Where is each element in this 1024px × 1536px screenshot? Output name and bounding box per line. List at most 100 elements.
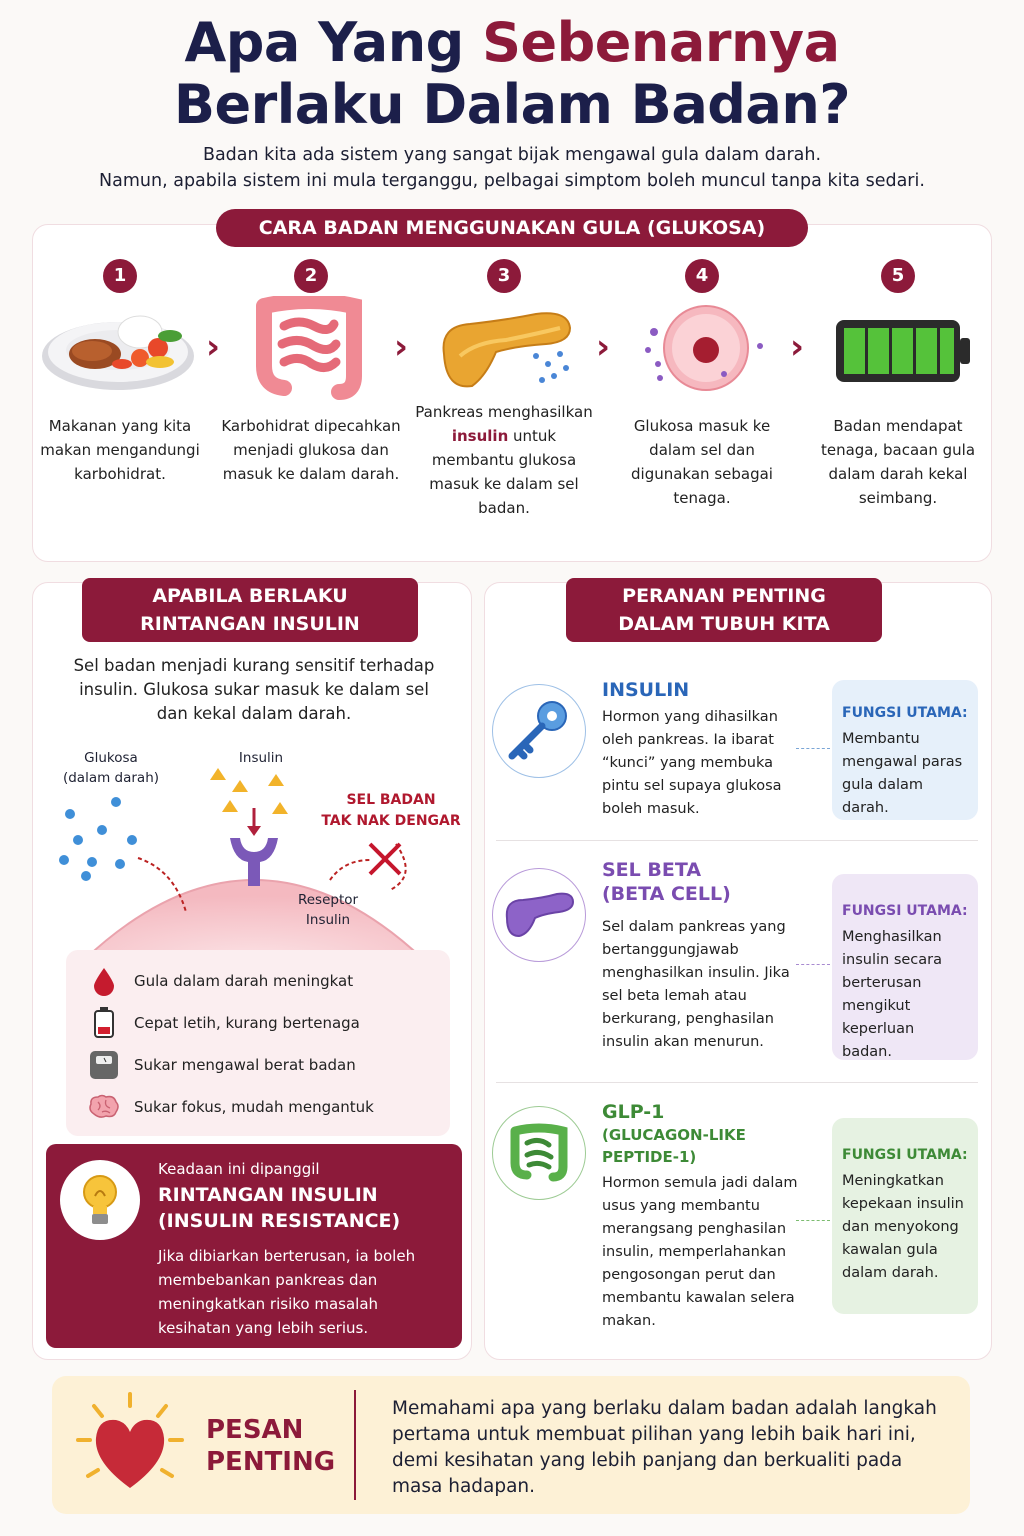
- role-text: Hormon yang dihasilkan oleh pankreas. Ia…: [602, 709, 782, 817]
- chevron-right-icon: ›: [206, 327, 221, 367]
- symptom-row: Sukar mengawal berat badan: [88, 1046, 428, 1084]
- insulin-resistance-diagram: [59, 768, 426, 960]
- label-glucose-line1: Glukosa: [84, 750, 138, 766]
- step-text-before: Pankreas menghasilkan: [415, 403, 593, 421]
- title-accent: Sebenarnya: [482, 11, 840, 74]
- function-label: FUNGSI UTAMA:: [842, 705, 968, 721]
- symptom-row: Gula dalam darah meningkat: [88, 962, 428, 1000]
- message-text: Memahami apa yang berlaku dalam badan ad…: [392, 1398, 937, 1497]
- resistance-heading-line2: RINTANGAN INSULIN: [140, 613, 360, 635]
- chevron-right-icon: ›: [790, 327, 805, 367]
- role-title-line3: PEPTIDE-1): [602, 1148, 697, 1166]
- connector-line: [796, 964, 830, 965]
- intestine-green-icon: [492, 1106, 586, 1200]
- pancreas-purple-icon: [492, 868, 586, 962]
- function-text: Membantu mengawal paras gula dalam darah…: [842, 731, 963, 816]
- callout-title-line2: (INSULIN RESISTANCE): [158, 1210, 401, 1232]
- message-label-line2: PENTING: [206, 1447, 336, 1477]
- step-number: 3: [487, 259, 521, 293]
- weighing-scale-icon: [88, 1049, 120, 1081]
- intestine-icon: [256, 296, 362, 400]
- callout-title-line1: RINTANGAN INSULIN: [158, 1184, 378, 1206]
- connector-line: [796, 1220, 830, 1221]
- label-receptor-line2: Insulin: [305, 912, 351, 928]
- symptoms-box: [66, 950, 450, 1136]
- symptom-text: Gula dalam darah meningkat: [134, 972, 354, 990]
- battery-low-icon: [88, 1007, 120, 1039]
- step-number: 5: [881, 259, 915, 293]
- step-text: Glukosa masuk ke dalam sel dan digunakan…: [631, 417, 773, 507]
- pancreas-icon: [442, 312, 572, 388]
- resistance-heading: APABILA BERLAKU RINTANGAN INSULIN: [82, 578, 418, 642]
- callout-title: RINTANGAN INSULIN (INSULIN RESISTANCE): [158, 1182, 400, 1234]
- label-cell-line2: TAK NAK DENGAR: [321, 813, 461, 829]
- symptom-text: Sukar mengawal berat badan: [134, 1056, 356, 1074]
- title-line2: Berlaku Dalam Badan?: [173, 73, 851, 136]
- connector-line: [796, 748, 830, 749]
- meal-plate-icon: [42, 315, 194, 390]
- brain-icon: [88, 1091, 120, 1123]
- subtitle-line1: Badan kita ada sistem yang sangat bijak …: [202, 145, 822, 165]
- message-label: PESAN PENTING: [206, 1414, 335, 1478]
- function-text: Menghasilkan insulin secara berterusan m…: [842, 929, 942, 1060]
- role-title-line1: GLP-1: [602, 1101, 665, 1123]
- symptom-row: Sukar fokus, mudah mengantuk: [88, 1088, 428, 1126]
- heart-icon: [76, 1392, 184, 1488]
- callout-pre: Keadaan ini dipanggil: [158, 1160, 320, 1178]
- resistance-intro: Sel badan menjadi kurang sensitif terhad…: [73, 656, 435, 723]
- key-icon: [492, 684, 586, 778]
- label-receptor-line1: Reseptor: [297, 892, 359, 908]
- function-box: FUNGSI UTAMA: Meningkatkan kepekaan insu…: [832, 1118, 978, 1314]
- page-subtitle: Badan kita ada sistem yang sangat bijak …: [0, 142, 1024, 194]
- label-cell-line1: SEL BADAN: [346, 792, 436, 808]
- step-text: Makanan yang kita makan mengandungi karb…: [40, 417, 200, 483]
- resistance-heading-line1: APABILA BERLAKU: [152, 585, 348, 607]
- label-cell: SEL BADAN TAK NAK DENGAR: [316, 790, 466, 832]
- role-title-line2: (GLUCAGON-LIKE: [602, 1126, 746, 1144]
- symptom-text: Cepat letih, kurang bertenaga: [134, 1014, 360, 1032]
- step-number: 2: [294, 259, 328, 293]
- function-box: FUNGSI UTAMA: Membantu mengawal paras gu…: [832, 680, 978, 820]
- chevron-right-icon: ›: [394, 327, 409, 367]
- label-insulin: Insulin: [238, 750, 284, 766]
- label-glucose-line2: (dalam darah): [62, 770, 160, 786]
- blood-drop-icon: [88, 965, 120, 997]
- title-part1: Apa Yang: [184, 11, 483, 74]
- callout-text: Jika dibiarkan berterusan, ia boleh memb…: [158, 1247, 416, 1337]
- function-box: FUNGSI UTAMA: Menghasilkan insulin secar…: [832, 874, 978, 1060]
- page-title: Apa Yang Sebenarnya Berlaku Dalam Badan?: [0, 12, 1024, 136]
- roles-heading: PERANAN PENTING DALAM TUBUH KITA: [566, 578, 882, 642]
- role-title: GLP-1 (GLUCAGON-LIKE PEPTIDE-1): [602, 1100, 746, 1168]
- label-receptor: Reseptor Insulin: [288, 890, 368, 930]
- divider: [496, 840, 978, 841]
- lightbulb-icon: [60, 1160, 140, 1240]
- role-title-line1: INSULIN: [602, 679, 690, 701]
- divider: [496, 1082, 978, 1083]
- subtitle-line2: Namun, apabila sistem ini mula terganggu…: [99, 171, 925, 191]
- message-banner: [52, 1376, 970, 1514]
- role-text: Hormon semula jadi dalam usus yang memba…: [602, 1175, 798, 1329]
- label-glucose: Glukosa (dalam darah): [56, 748, 166, 788]
- step-text: Pankreas menghasilkan insulin untuk memb…: [414, 400, 594, 520]
- roles-heading-line1: PERANAN PENTING: [622, 585, 826, 607]
- step-text: Karbohidrat dipecahkan menjadi glukosa d…: [221, 417, 401, 483]
- message-label-line1: PESAN: [206, 1415, 304, 1445]
- roles-heading-line2: DALAM TUBUH KITA: [618, 613, 830, 635]
- role-title-line1: SEL BETA: [602, 859, 702, 881]
- function-label: FUNGSI UTAMA:: [842, 903, 968, 919]
- cell-icon: [645, 305, 763, 391]
- step-text-highlight: insulin: [451, 427, 509, 445]
- chevron-right-icon: ›: [596, 327, 611, 367]
- symptom-text: Sukar fokus, mudah mengantuk: [134, 1098, 374, 1116]
- battery-full-icon: [836, 320, 970, 382]
- process-heading: CARA BADAN MENGGUNAKAN GULA (GLUKOSA): [216, 209, 808, 247]
- symptom-row: Cepat letih, kurang bertenaga: [88, 1004, 428, 1042]
- message-divider: [354, 1390, 356, 1500]
- step-number: 4: [685, 259, 719, 293]
- role-text: Sel dalam pankreas yang bertanggungjawab…: [602, 919, 790, 1050]
- function-text: Meningkatkan kepekaan insulin dan menyok…: [842, 1173, 964, 1281]
- role-title: INSULIN: [602, 678, 689, 702]
- step-text-after: untuk membantu glukosa masuk ke dalam se…: [429, 427, 579, 517]
- step-number: 1: [103, 259, 137, 293]
- function-label: FUNGSI UTAMA:: [842, 1147, 968, 1163]
